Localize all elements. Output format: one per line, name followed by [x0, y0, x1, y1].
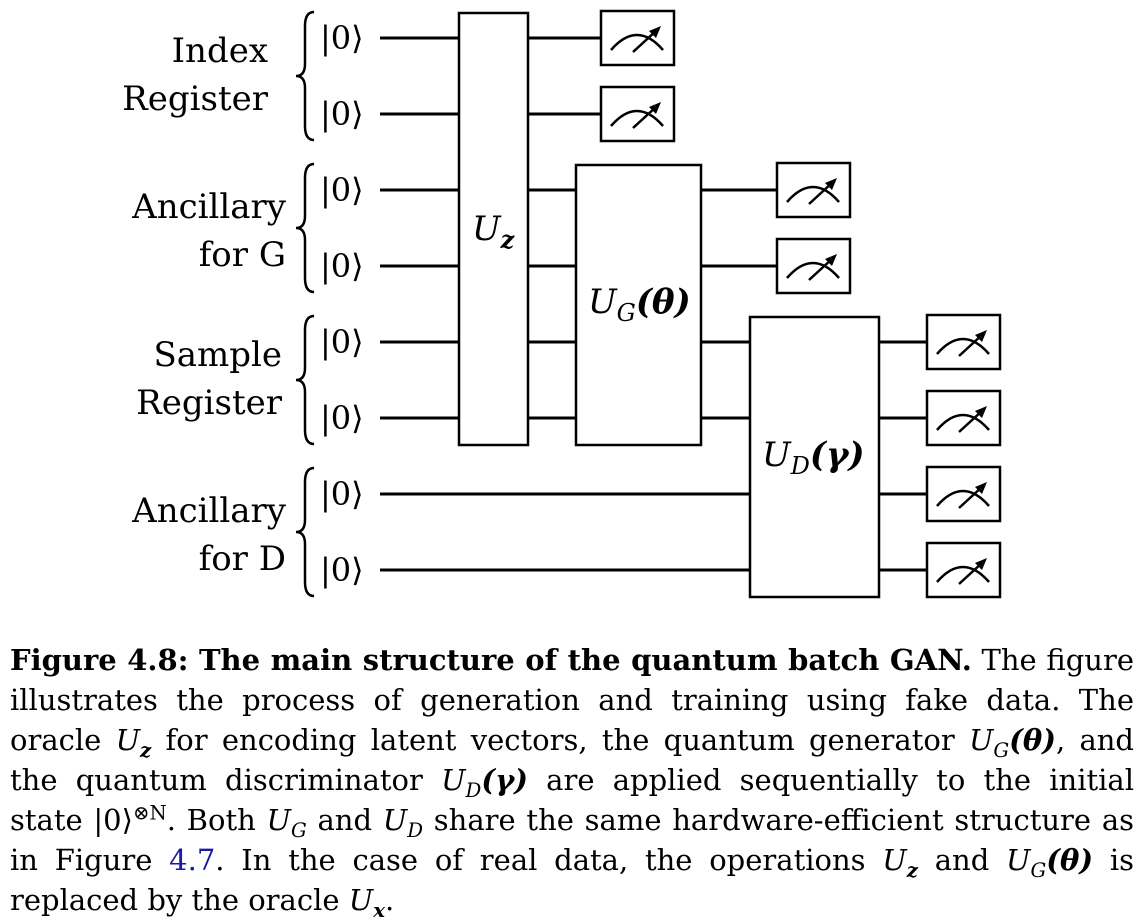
- register-brace: [295, 314, 315, 446]
- measurement-meter-icon: [925, 313, 1002, 371]
- gate-uz-label: Uz: [472, 209, 516, 254]
- ket-zero: |0⟩: [320, 323, 364, 361]
- ket-zero: |0⟩: [320, 171, 364, 209]
- register-brace: [295, 10, 315, 142]
- register-braces: [295, 10, 315, 598]
- quantum-circuit-diagram: |0⟩ |0⟩ |0⟩ |0⟩ |0⟩ |0⟩ |0⟩ |0⟩ Uz UG(θ) UD(γ): [295, 9, 1002, 599]
- measurement-meter-icon: [599, 85, 676, 143]
- gate-uz-box: [457, 11, 530, 447]
- figure-reference-link[interactable]: 4.7: [169, 843, 216, 877]
- ket-zero: |0⟩: [320, 95, 364, 133]
- measurement-meter-icon: [775, 161, 852, 219]
- measurement-meter-icon: [925, 389, 1002, 447]
- measurement-meter-icon: [599, 9, 676, 67]
- measurement-meters: [599, 9, 1002, 599]
- measurement-meter-icon: [775, 237, 852, 295]
- ket-zero: |0⟩: [320, 399, 364, 437]
- register-brace: [295, 162, 315, 294]
- ket-zero: |0⟩: [320, 247, 364, 285]
- gate-ud-label: UD(γ): [762, 435, 865, 480]
- gate-ug-label: UG(θ): [588, 282, 691, 327]
- caption-title: Figure 4.8: The main structure of the qu…: [10, 643, 972, 677]
- ket-zero: |0⟩: [320, 19, 364, 57]
- measurement-meter-icon: [925, 541, 1002, 599]
- gate-ug-box: [574, 163, 703, 447]
- measurement-meter-icon: [925, 465, 1002, 523]
- ket-labels: |0⟩ |0⟩ |0⟩ |0⟩ |0⟩ |0⟩ |0⟩ |0⟩: [320, 19, 364, 589]
- figure-caption: Figure 4.8: The main structure of the qu…: [10, 643, 1134, 922]
- gate-ud-box: [748, 315, 881, 599]
- ket-zero: |0⟩: [320, 475, 364, 513]
- register-brace: [295, 466, 315, 598]
- ket-zero: |0⟩: [320, 551, 364, 589]
